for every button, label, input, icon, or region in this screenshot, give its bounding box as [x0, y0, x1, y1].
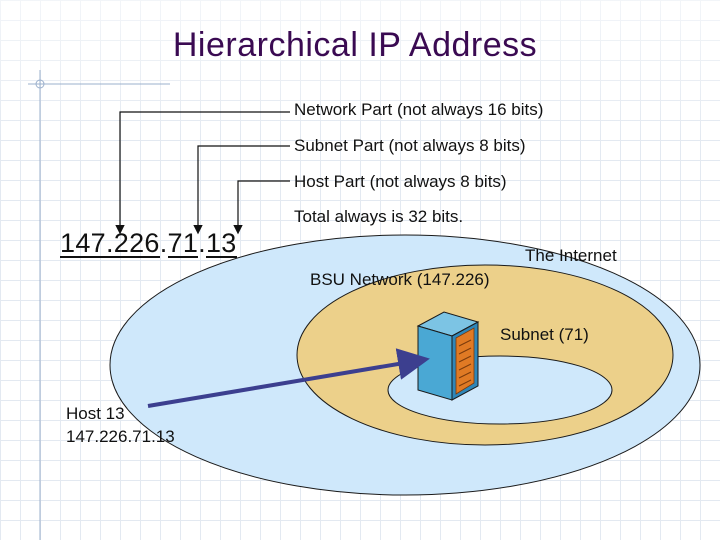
server-icon [416, 311, 480, 401]
corner-decoration [28, 70, 170, 540]
subnet-part-arrow [193, 145, 290, 235]
internet-label: The Internet [525, 246, 617, 265]
subnet-part-label: Subnet Part (not always 8 bits) [294, 136, 526, 155]
ip-network-part: 147.226 [60, 228, 160, 258]
host-part-arrow [233, 180, 290, 235]
network-part-arrow [115, 111, 290, 235]
host-arrow [147, 348, 430, 408]
subnet-label: Subnet (71) [500, 325, 589, 344]
host-label: Host 13 147.226.71.13 [66, 402, 175, 448]
ip-host-part: 13 [205, 228, 237, 258]
bsu-network-label: BSU Network (147.226) [310, 270, 490, 289]
network-part-label: Network Part (not always 16 bits) [294, 100, 544, 119]
page-title: Hierarchical IP Address [172, 26, 538, 64]
ip-dot: . [159, 228, 168, 258]
host-ip: 147.226.71.13 [66, 427, 175, 446]
host-part-label: Host Part (not always 8 bits) [294, 172, 507, 191]
ip-subnet-part: 71 [167, 228, 199, 258]
ip-dot: . [198, 228, 206, 258]
total-bits-label: Total always is 32 bits. [294, 207, 464, 226]
host-name: Host 13 [66, 404, 125, 423]
ip-address: 147.226.71.13 [60, 228, 237, 259]
